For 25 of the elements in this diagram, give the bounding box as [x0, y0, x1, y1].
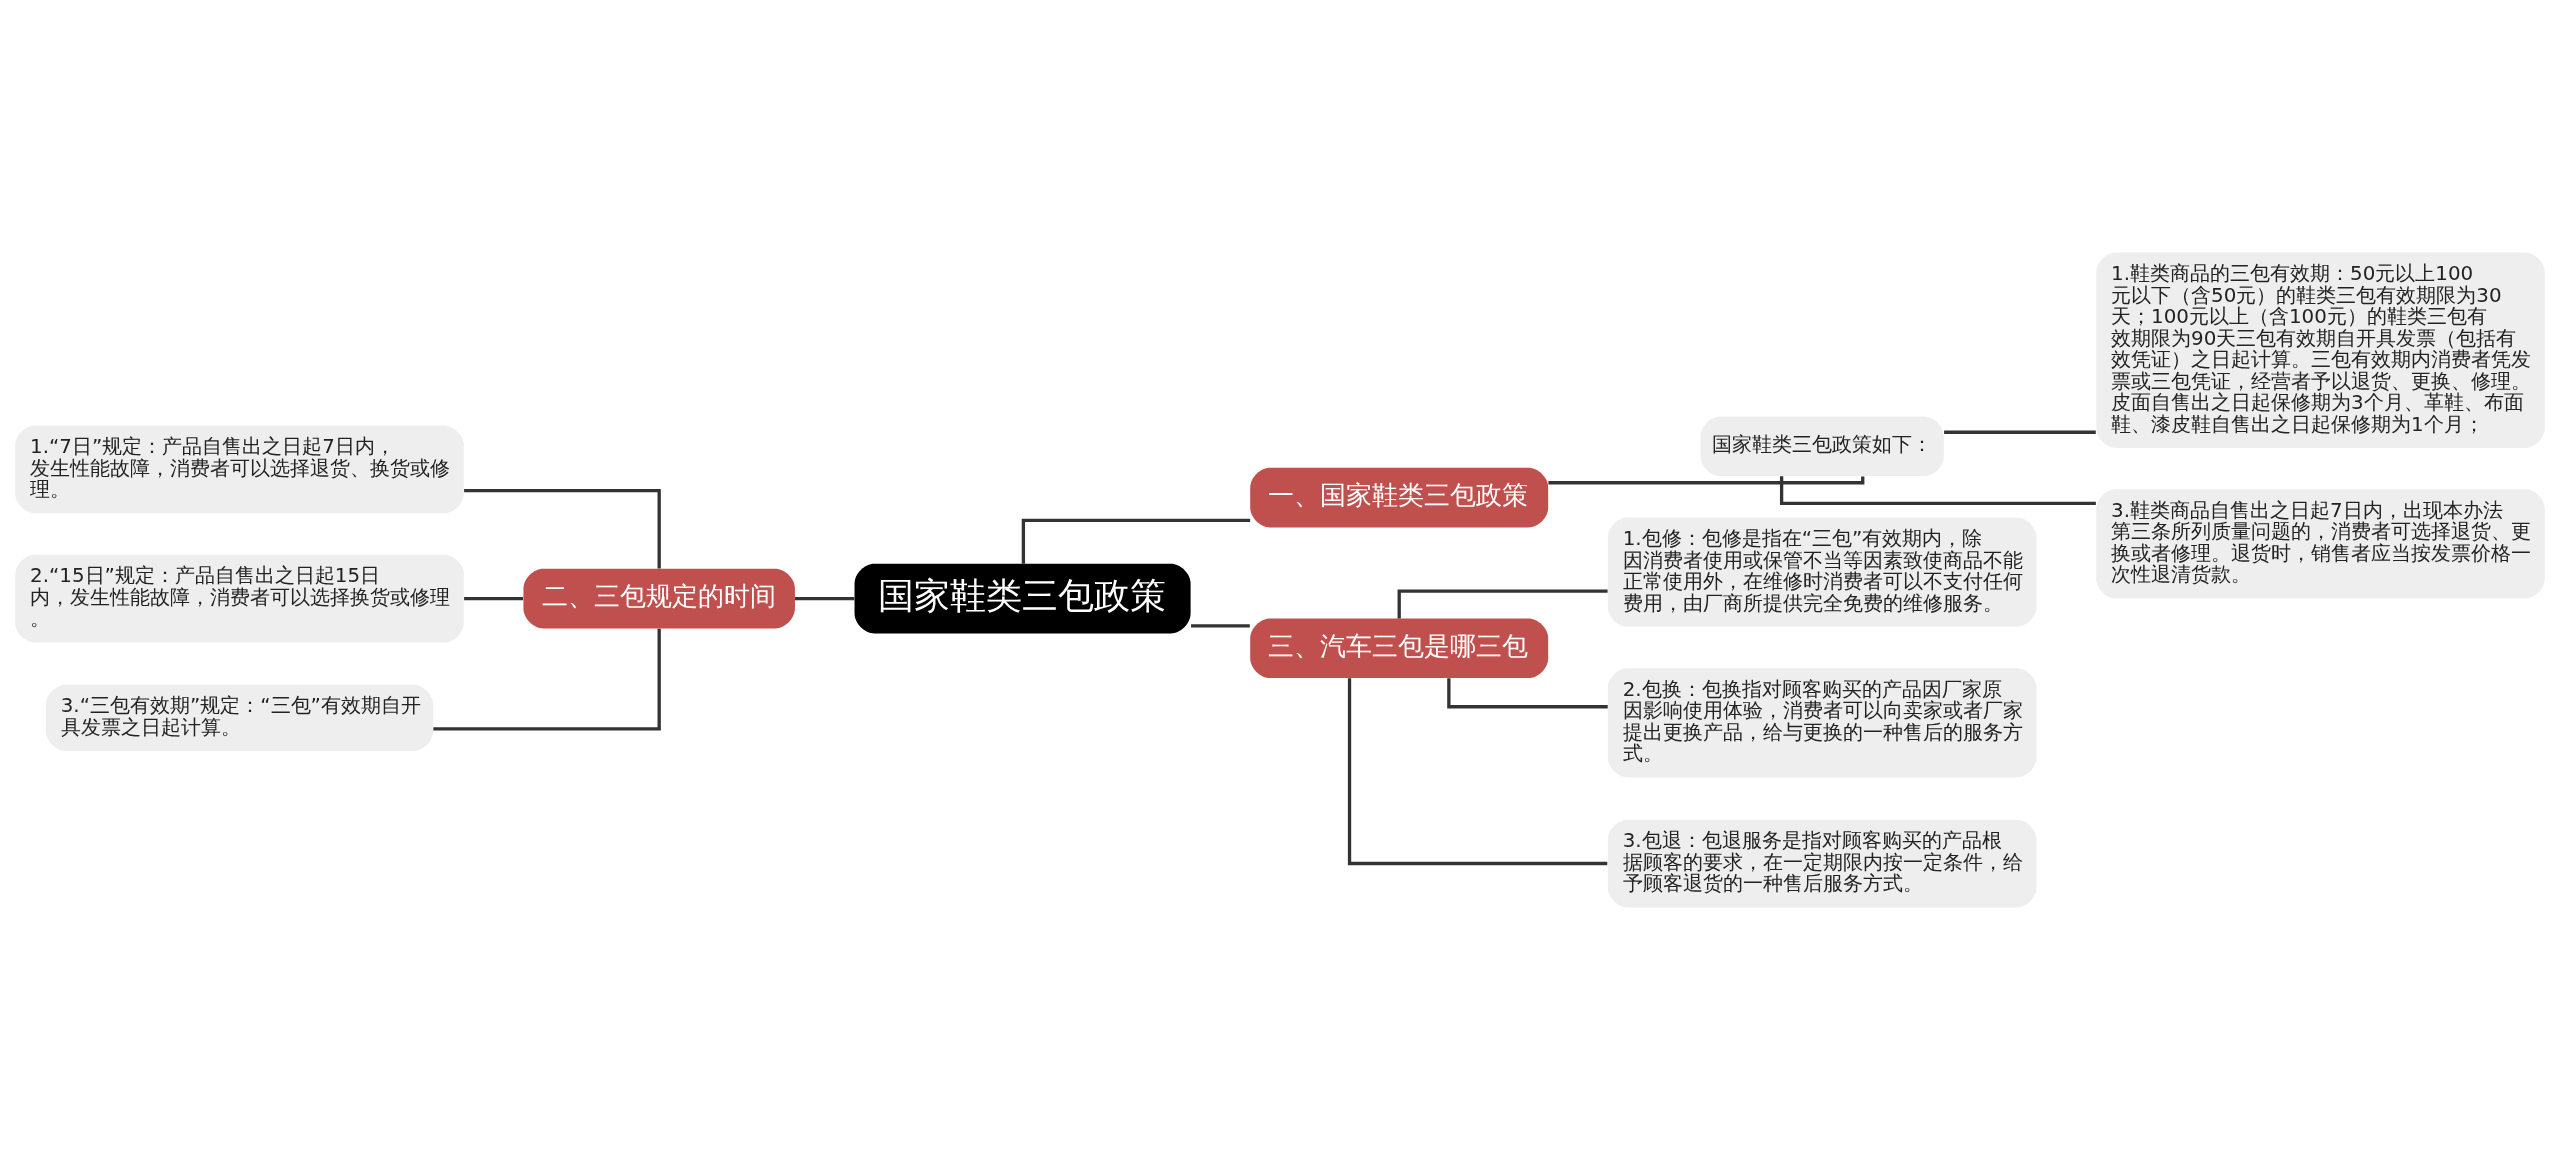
node-box: 1.“7日”规定：产品自售出之日起7日内，发生性能故障，消费者可以选择退货、换货或修理。: [15, 425, 464, 513]
node-box: 3.包退：包退服务是指对顾客购买的产品根据顾客的要求，在一定期限内按一定条件，给予顾客退货的一种售后服务方式。: [1607, 819, 2037, 907]
connector: [1021, 518, 1251, 564]
node-box: 1.包修：包修是指在“三包”有效期内，除因消费者使用或保管不当等因素致使商品不能正常使用外，在维修时消费者可以不支付任何费用，由厂商所提供完全免费的维修服务。: [1607, 517, 2037, 627]
node-box: 一、国家鞋类三包政策: [1250, 467, 1549, 527]
node-box: 2.“15日”规定：产品自售出之日起15日内，发生性能故障，消费者可以选择换货或修理。: [15, 554, 464, 642]
connector: [1548, 475, 1865, 484]
connector: [1397, 589, 1608, 618]
connector: [795, 596, 855, 600]
connector: [1191, 623, 1250, 628]
connector: [1944, 430, 2096, 434]
connector: [464, 596, 524, 600]
connector: [1779, 475, 2096, 505]
node-box: 3.鞋类商品自售出之日起7日内，出现本办法第三条所列质量问题的，消费者可选择退货、更换或者修理。退货时，销售者应当按发票价格一次性退清货款。: [2096, 488, 2545, 599]
node-box: 国家鞋类三包政策: [854, 563, 1191, 633]
node-box: 二、三包规定的时间: [523, 568, 795, 628]
connector: [433, 628, 661, 730]
node-box: 2.包换：包换指对顾客购买的产品因厂家原因影响使用体验，消费者可以向卖家或者厂家提出更换产品，给与更换的一种售后的服务方式。: [1607, 667, 2037, 777]
node-box: 3.“三包有效期”规定：“三包”有效期自开具发票之日起计算。: [45, 684, 434, 751]
connector: [1347, 677, 1608, 865]
node-box: 三、汽车三包是哪三包: [1250, 618, 1549, 678]
connector: [1447, 677, 1608, 708]
node-box: 国家鞋类三包政策如下：: [1700, 416, 1944, 476]
node-box: 1.鞋类商品的三包有效期：50元以上100元以下（含50元）的鞋类三包有效期限为30天；100元以上（含100元）的鞋类三包有效期限为90天三包有效期自开具发票（包括有效凭证）之日起计算。三包有效期内消费者凭发票或三包凭证，经营者予以退货、更换、修理。皮面自售出之日起保修期为3个月、革鞋、布面鞋、漆皮鞋自售出之日起保修期为1个月；: [2096, 252, 2545, 448]
connector: [464, 488, 661, 569]
